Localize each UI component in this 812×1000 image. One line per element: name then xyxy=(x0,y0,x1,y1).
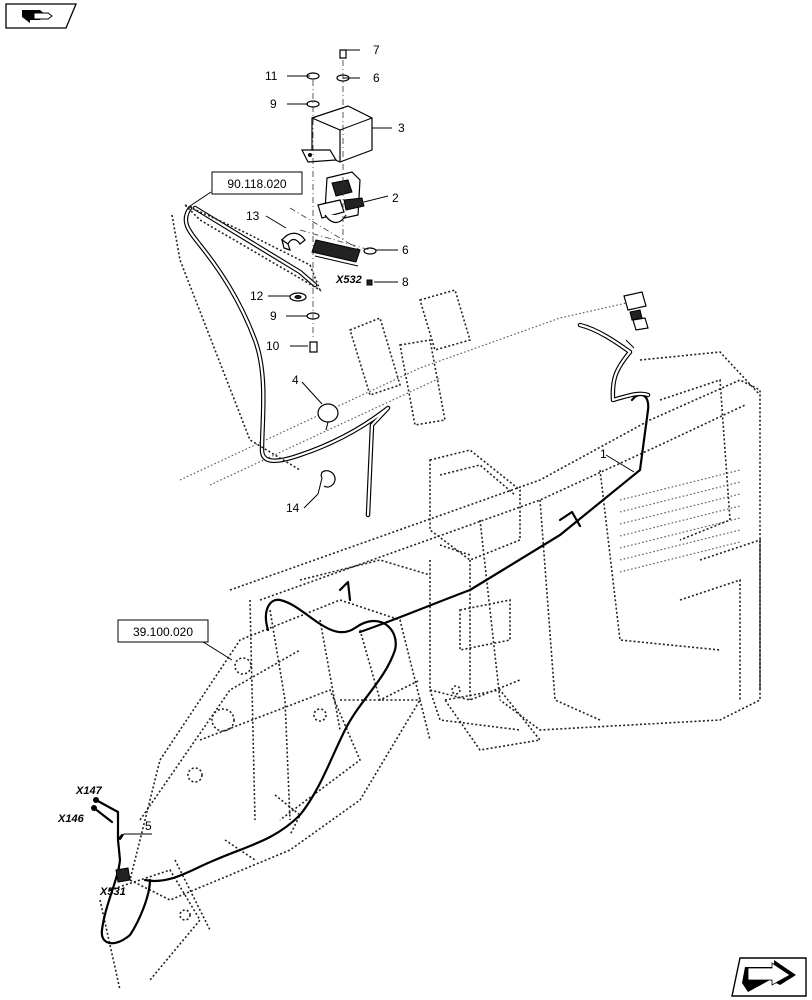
callout-3: 3 xyxy=(398,121,405,135)
part-2-sensor xyxy=(317,171,365,224)
wire-harness-bracket xyxy=(171,204,391,518)
callout-14: 14 xyxy=(286,501,300,515)
connector-label-x531: X531 xyxy=(99,886,126,898)
callout-1: 1 xyxy=(600,447,607,461)
callout-numbers: 1 2 3 4 5 6 6 7 8 9 9 10 11 12 13 14 xyxy=(145,43,607,833)
callout-9-top: 9 xyxy=(270,97,277,111)
part-13-clip xyxy=(281,232,306,251)
leaders xyxy=(119,49,635,841)
connector-label-x147: X147 xyxy=(75,785,103,797)
callout-9-low: 9 xyxy=(270,309,277,323)
reference-box-39-100-020[interactable]: 39.100.020 xyxy=(117,619,209,643)
reference-box-90-118-020[interactable]: 90.118.020 xyxy=(211,171,303,195)
callout-7: 7 xyxy=(373,43,380,57)
callout-8: 8 xyxy=(402,275,409,289)
callout-10: 10 xyxy=(266,339,280,353)
connector-plugs-left xyxy=(91,797,131,883)
part-4-cable-tie xyxy=(317,403,339,431)
fasteners xyxy=(289,49,377,353)
callout-4: 4 xyxy=(292,373,299,387)
connector-label-x532: X532 xyxy=(335,274,362,286)
connector-label-x146: X146 xyxy=(57,813,85,825)
next-page-arrow-icon[interactable] xyxy=(731,957,807,997)
svg-text:90.118.020: 90.118.020 xyxy=(227,177,286,191)
callout-6-top: 6 xyxy=(373,71,380,85)
part-14-cable-tie xyxy=(317,470,336,495)
part-3-cover xyxy=(301,105,373,163)
sensor-bracket-right xyxy=(577,291,651,403)
callout-13: 13 xyxy=(246,209,260,223)
page-turn-icon[interactable] xyxy=(5,3,77,29)
callout-6-mid: 6 xyxy=(402,243,409,257)
callout-2: 2 xyxy=(392,191,399,205)
machine-frame xyxy=(99,289,761,991)
wire-harness-main xyxy=(100,393,650,945)
svg-text:39.100.020: 39.100.020 xyxy=(133,625,193,639)
callout-11: 11 xyxy=(265,69,278,83)
connector-x532 xyxy=(311,239,361,267)
callout-12: 12 xyxy=(250,289,264,303)
callout-5: 5 xyxy=(145,819,152,833)
